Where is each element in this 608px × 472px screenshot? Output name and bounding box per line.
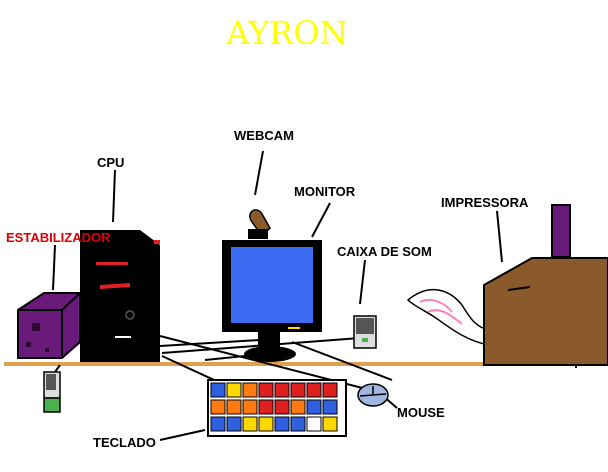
keyboard-key — [226, 382, 242, 398]
keyboard-key — [242, 382, 258, 398]
keyboard-key — [210, 382, 226, 398]
power-plug — [43, 371, 61, 413]
label-pointers — [52, 150, 503, 441]
keyboard-key — [226, 416, 242, 432]
keyboard-key — [290, 416, 306, 432]
estabilizador-device — [17, 292, 81, 359]
printer-device — [483, 204, 608, 368]
caixa-de-som-label: CAIXA DE SOM — [337, 244, 432, 259]
keyboard-key — [322, 416, 338, 432]
page-title: AYRON — [226, 14, 348, 52]
webcam-device — [248, 209, 271, 239]
monitor-label: MONITOR — [294, 184, 356, 199]
keyboard-key — [290, 382, 306, 398]
mouse-device — [357, 383, 389, 407]
keyboard-key — [242, 416, 258, 432]
keyboard-key — [242, 399, 258, 415]
keyboard-key — [226, 399, 242, 415]
keyboard-key — [210, 416, 226, 432]
mouse-label: MOUSE — [397, 405, 445, 420]
printer-paper — [406, 288, 491, 346]
cpu-label: CPU — [97, 155, 125, 170]
keyboard-key — [274, 416, 290, 432]
webcam-label: WEBCAM — [234, 128, 294, 143]
keyboard-keys — [210, 382, 338, 432]
monitor-device — [222, 240, 322, 362]
keyboard-key — [322, 399, 338, 415]
keyboard-key — [306, 382, 322, 398]
estabilizador-label: ESTABILIZADOR — [6, 230, 111, 245]
keyboard-key — [210, 399, 226, 415]
impressora-label: IMPRESSORA — [441, 195, 529, 210]
keyboard-key — [306, 399, 322, 415]
keyboard-key — [322, 382, 338, 398]
keyboard-key — [290, 399, 306, 415]
speaker-device — [353, 315, 377, 349]
keyboard-key — [274, 399, 290, 415]
keyboard-key — [274, 382, 290, 398]
desk-surface — [4, 362, 608, 366]
keyboard-key — [306, 416, 322, 432]
keyboard-key — [258, 382, 274, 398]
keyboard-key — [258, 399, 274, 415]
keyboard-key — [258, 416, 274, 432]
cpu-tower — [80, 230, 160, 362]
teclado-label: TECLADO — [93, 435, 156, 450]
